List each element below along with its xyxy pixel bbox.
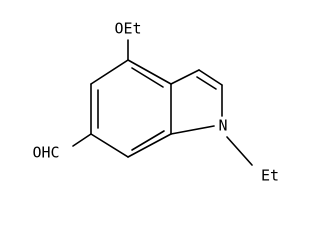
aldehyde-label: OHC: [32, 144, 59, 162]
double-bond-c3a-c4: [131, 67, 164, 88]
bond-c6-aldehyde: [72, 133, 92, 147]
label-layer: OEt N Et OHC: [32, 20, 279, 185]
bond-c7-c7a: [127, 133, 172, 158]
double-bond-c7-c7a: [131, 130, 165, 151]
ethoxy-label: OEt: [114, 20, 141, 38]
double-bond-c3-c2: [196, 76, 217, 90]
bond-c4-c5: [90, 59, 129, 85]
chemical-structure: OEt N Et OHC: [32, 20, 279, 185]
bond-c3a-c4: [127, 59, 172, 85]
bond-layer: [72, 39, 253, 166]
bond-c6-c7: [90, 133, 129, 158]
n-ethyl-label: Et: [261, 167, 279, 185]
bond-c3a-c3: [170, 69, 200, 85]
bond-n1-c7a: [170, 125, 215, 135]
bond-n1-ethyl: [226, 136, 253, 166]
nitrogen-label: N: [218, 117, 227, 135]
bond-c3-c2: [198, 69, 223, 86]
